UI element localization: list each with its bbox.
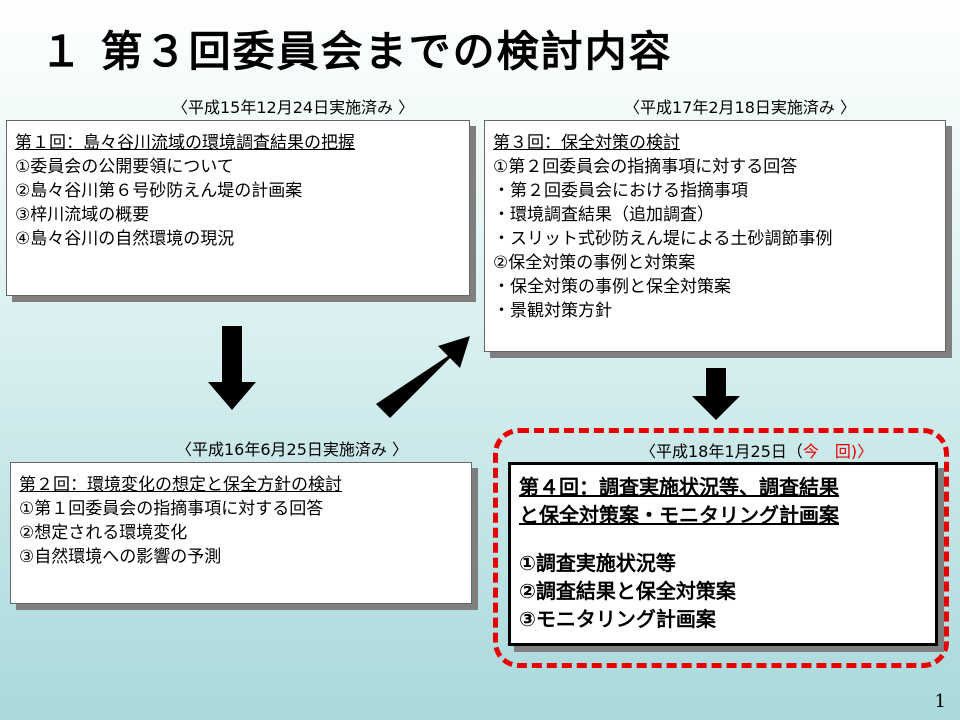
meeting-3-item: ・スリット式砂防えん堤による土砂調節事例 xyxy=(493,229,833,249)
meeting-4-date: 〈平成18年1月25日（今 回)〉 xyxy=(640,442,874,461)
current-meeting-highlight xyxy=(493,428,949,668)
meeting-4-box: 第４回：調査実施状況等、調査結果 と保全対策案・モニタリング計画案 ①調査実施状… xyxy=(508,462,938,646)
meeting-2-box: 第２回：環境変化の想定と保全方針の検討 ①第１回委員会の指摘事項に対する回答 ②… xyxy=(10,462,472,604)
meeting-2-item: ③自然環境への影響の予測 xyxy=(19,547,222,567)
page-title: １ 第３回委員会までの検討内容 xyxy=(40,27,673,76)
current-label: 今 回 xyxy=(802,442,851,461)
arrow-down-icon xyxy=(208,326,256,410)
meeting-1-item: ②島々谷川第６号砂防えん堤の計画案 xyxy=(15,181,303,201)
meeting-3-item: ・環境調査結果（追加調査） xyxy=(493,205,714,225)
meeting-2-item: ①第１回委員会の指摘事項に対する回答 xyxy=(19,499,324,519)
meeting-4-heading: 第４回：調査実施状況等、調査結果 xyxy=(519,475,839,499)
meeting-4-item: ③モニタリング計画案 xyxy=(519,607,716,631)
meeting-3-item: ・景観対策方針 xyxy=(493,301,612,321)
meeting-1-box: 第１回：島々谷川流域の環境調査結果の把握 ①委員会の公開要領について ②島々谷川… xyxy=(6,120,470,296)
meeting-3-box: 第３回：保全対策の検討 ①第２回委員会の指摘事項に対する回答 ・第２回委員会にお… xyxy=(484,120,946,352)
meeting-4-item: ②調査結果と保全対策案 xyxy=(519,579,736,603)
meeting-1-item: ①委員会の公開要領について xyxy=(15,157,234,177)
meeting-4-heading: と保全対策案・モニタリング計画案 xyxy=(519,503,839,527)
meeting-1-date: 〈平成15年12月24日実施済み 〉 xyxy=(172,98,415,117)
page-number: 1 xyxy=(934,691,946,712)
meeting-1-item: ③梓川流域の概要 xyxy=(15,205,150,225)
meeting-3-date: 〈平成17年2月18日実施済み 〉 xyxy=(624,98,856,117)
meeting-1-item: ④島々谷川の自然環境の現況 xyxy=(15,229,235,249)
meeting-4-item: ①調査実施状況等 xyxy=(519,551,676,575)
meeting-1-heading: 第１回：島々谷川流域の環境調査結果の把握 xyxy=(15,133,355,153)
meeting-3-item: ・第２回委員会における指摘事項 xyxy=(493,181,748,201)
meeting-2-item: ②想定される環境変化 xyxy=(19,523,188,543)
arrow-up-right-icon xyxy=(376,336,470,418)
meeting-3-item: ①第２回委員会の指摘事項に対する回答 xyxy=(493,157,798,177)
meeting-3-item: ・保全対策の事例と保全対策案 xyxy=(493,277,731,297)
meeting-2-heading: 第２回：環境変化の想定と保全方針の検討 xyxy=(19,475,342,495)
arrow-down-icon xyxy=(692,368,740,420)
meeting-2-date: 〈平成16年6月25日実施済み 〉 xyxy=(176,440,408,459)
meeting-3-heading: 第３回：保全対策の検討 xyxy=(493,133,680,153)
meeting-3-item: ②保全対策の事例と対策案 xyxy=(493,253,696,273)
